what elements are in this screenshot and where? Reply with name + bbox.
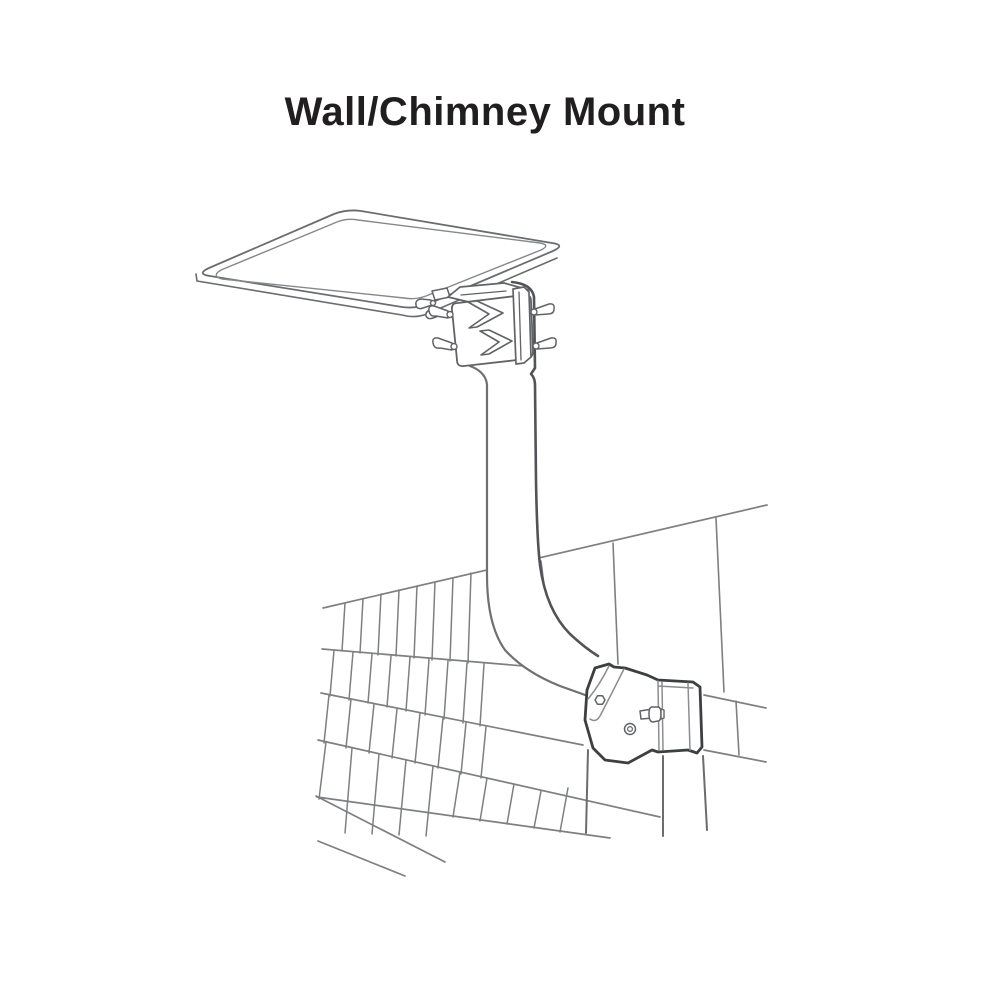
page-title: Wall/Chimney Mount <box>284 90 686 134</box>
mast-left-edge <box>468 364 590 698</box>
antenna-panel <box>195 209 561 318</box>
mast-pole <box>468 280 601 698</box>
wall-bracket-plate <box>583 662 704 765</box>
mast-clamp-bracket <box>415 282 557 368</box>
mast-right-edge <box>510 280 600 658</box>
brick-wall-foreground <box>585 749 708 837</box>
brick-wall <box>315 504 768 877</box>
